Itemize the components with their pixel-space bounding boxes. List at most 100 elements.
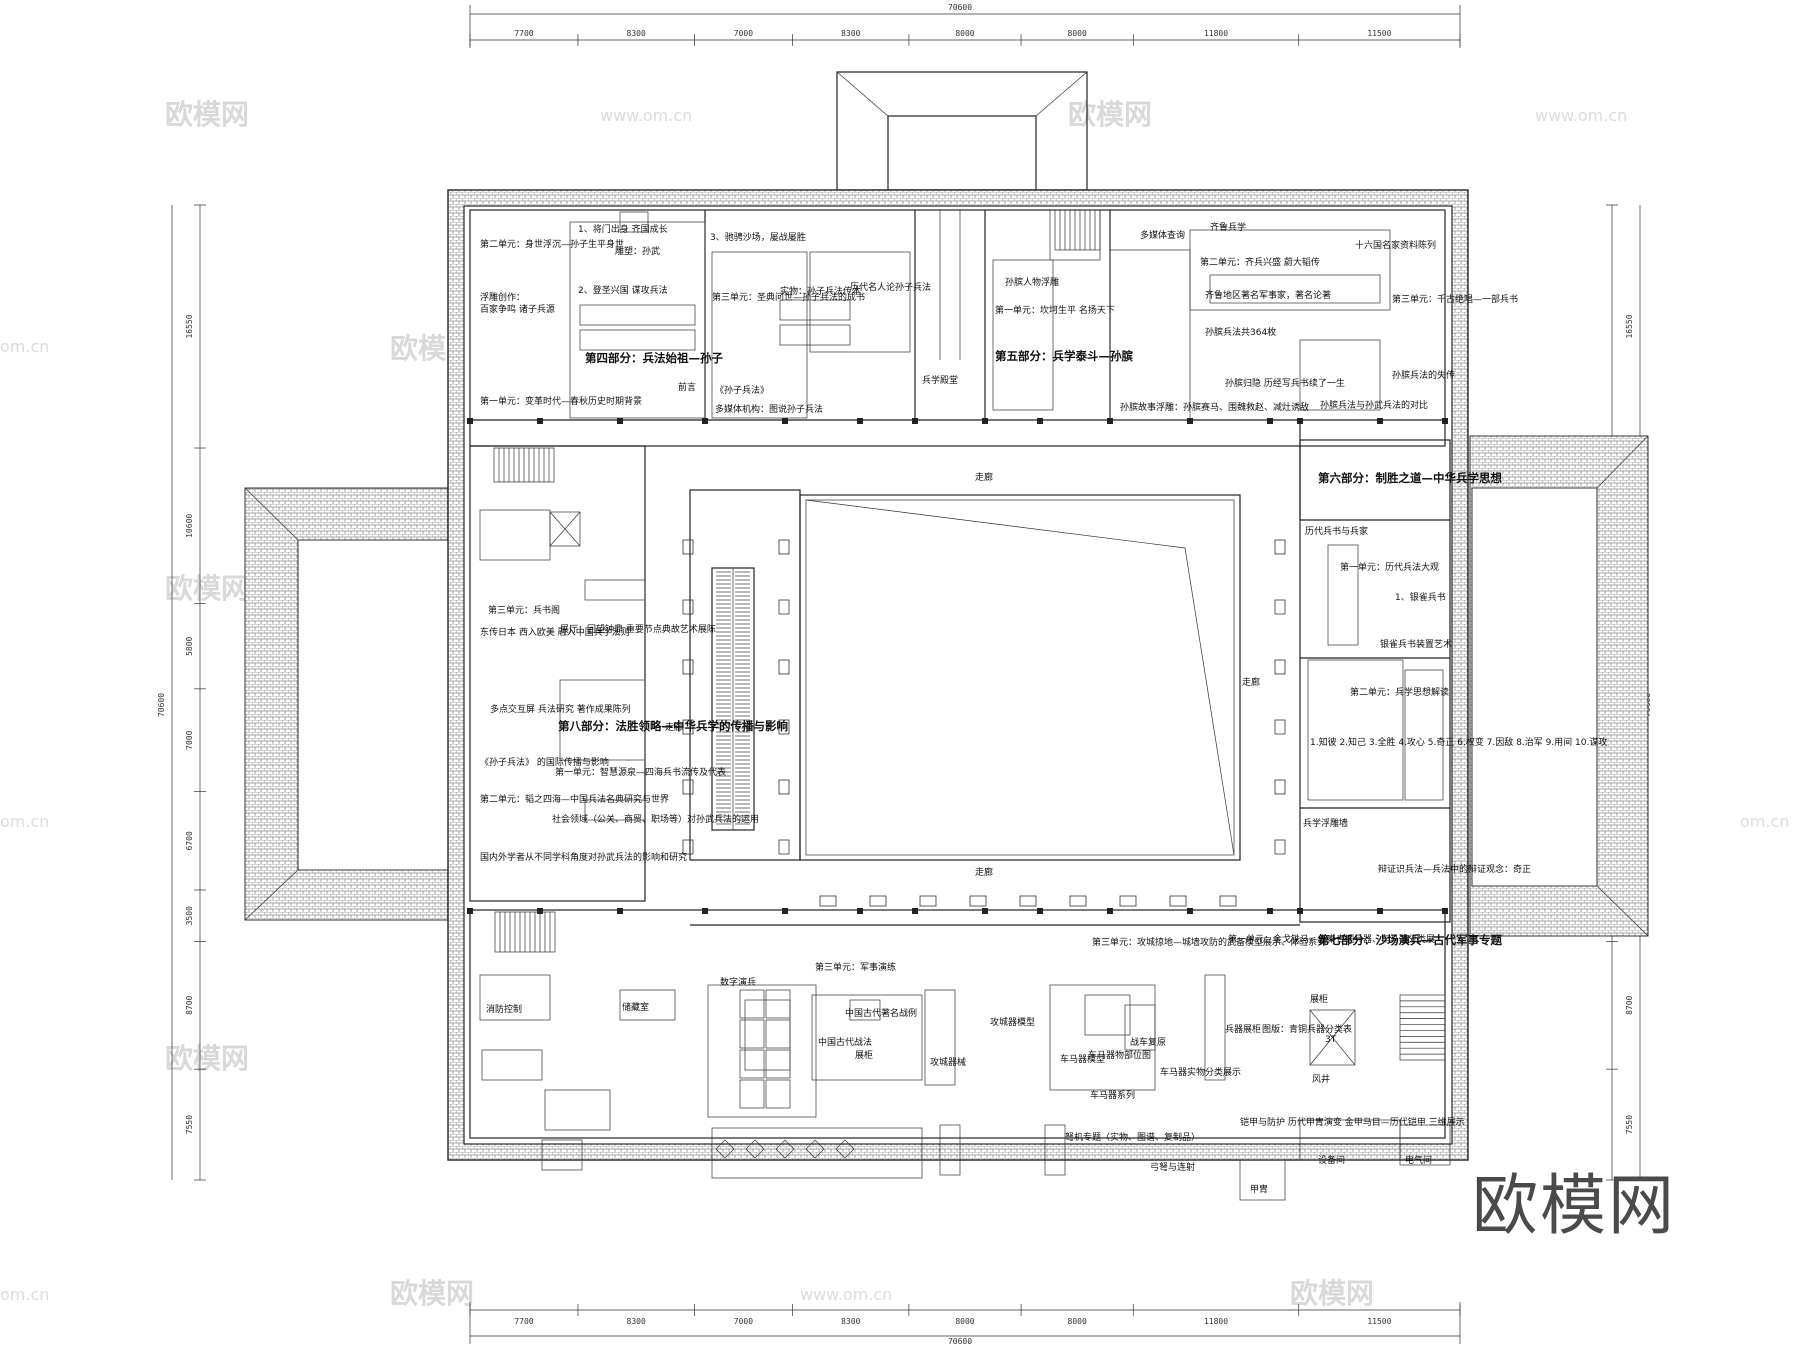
label-qi-region: 齐鲁地区著名军事家，著名论著 [1205, 289, 1331, 301]
label-history-books: 历代兵书与兵家 [1305, 525, 1368, 537]
label-famous: 历代名人论孙子兵法 [850, 281, 931, 293]
label-bronze: 兵器展柜 [1225, 1023, 1261, 1035]
dim-segment: 6700 [185, 831, 194, 850]
west-rooms [469, 445, 646, 902]
label-sand: 数字演兵 [720, 976, 756, 988]
label-ascend: 2、登圣兴国 谋攻兵法 [578, 284, 668, 296]
label-exhibit-case: 展柜 [855, 1049, 873, 1061]
label-armor2: 甲胄 [1250, 1183, 1268, 1195]
dim-segment: 8000 [1068, 29, 1087, 38]
dim-segment: 8300 [627, 29, 646, 38]
dim-segment: 7700 [514, 1317, 533, 1326]
label-bingxue-relief: 兵学浮雕墙 [1303, 817, 1348, 829]
label-elevator: 3T [1325, 1035, 1337, 1045]
watermark: 欧模网 [165, 572, 249, 605]
label-compare: 孙膑兵法与孙武兵法的对比 [1320, 399, 1428, 411]
label-unit2-left: 第二单元：韬之四海—中国兵法名典研究与世界 [480, 793, 669, 805]
label-west-spread: 东传日本 西入欧美 融入中国兵学法则 [480, 626, 630, 638]
dim-segment: 5800 [185, 636, 194, 655]
label-chariot-real: 车马器实物分类展示 [1160, 1066, 1241, 1078]
section-part7: 第七部分：沙场演兵—古代军事专题 [1318, 933, 1502, 947]
label-unit1-era: 第一单元：变革时代—春秋历史时期背景 [480, 395, 642, 407]
dim-segment: 10600 [185, 514, 194, 538]
label-chariot-site: 车马器物部位图 [1088, 1049, 1151, 1061]
label-sunbin-portrait: 孙膑人物浮雕 [1005, 276, 1059, 288]
right-roof [1469, 435, 1649, 937]
label-hall: 兵学殿堂 [922, 374, 958, 386]
stair-south-east [1399, 994, 1446, 1061]
watermark-url: www.om.cn [1535, 106, 1627, 125]
label-chariot-series: 车马器系列 [1090, 1089, 1135, 1101]
label-thirteen: 十六国名家资料陈列 [1355, 239, 1436, 251]
stair-north-west [493, 447, 555, 483]
label-sunbin-story: 孙膑故事浮雕：孙膑赛马、围魏救赵、减灶诱敌 [1120, 401, 1309, 413]
left-roof [244, 487, 454, 921]
dim-segment: 7000 [185, 730, 194, 749]
label-relief-items: 百家争鸣 诸子兵源 [480, 303, 555, 315]
dim-segment: 8700 [1625, 995, 1634, 1014]
dim-segment: 8300 [627, 1317, 646, 1326]
corridor-label-top: 走廊 [975, 471, 993, 483]
label-battle-chariot: 战车复原 [1130, 1036, 1166, 1048]
corridor-label-left: 走廊 [665, 721, 683, 733]
label-bronze-weapon: 图版：青铜兵器分类表 [1262, 1023, 1352, 1035]
label-sunzi-book: 《孙子兵法》 [715, 384, 769, 396]
dim-segment: 8000 [1068, 1317, 1087, 1326]
label-unit3-sage: 第三单元：圣典问世—孙子兵法的成书 [712, 291, 865, 303]
label-multimedia: 多媒体机构：图说孙子兵法 [715, 403, 823, 415]
label-front: 前言 [678, 381, 696, 393]
label-multimedia-q: 多媒体查询 [1140, 229, 1185, 241]
corridor-label-bottom: 走廊 [975, 866, 993, 878]
label-unit2-top: 第二单元：身世浮沉—孙子生平身世 [480, 238, 624, 250]
watermark-url: om.cn [0, 1285, 49, 1304]
display-diamonds [715, 1139, 855, 1159]
dim-segment: 8000 [955, 1317, 974, 1326]
label-ancient-army: 中国古代著名战例 [845, 1007, 917, 1019]
dim-segment: 7000 [734, 1317, 753, 1326]
label-crown: 3、驰骋沙场，屡战屡胜 [710, 231, 806, 243]
label-foreign: 国内外学者从不同学科角度对孙武兵法的影响和研究 [480, 851, 687, 863]
label-sunbin-return: 孙膑归隐 历经写兵书续了一生 [1225, 377, 1345, 389]
watermark-url: om.cn [0, 812, 49, 831]
label-room-stock: 储藏室 [622, 1001, 649, 1013]
label-dialectic: 辩证识兵法—兵法中的辩证观念：奇正 [1378, 863, 1531, 875]
central-atrium [689, 489, 1241, 861]
watermark: 欧模网 [390, 1277, 474, 1310]
column-grid [467, 418, 1448, 914]
label-ancient-army-v: 中国古代战法 [818, 1036, 872, 1048]
watermark-url: om.cn [1740, 812, 1789, 831]
label-siege: 攻城器械 [930, 1056, 966, 1068]
label-siege2: 攻城器模型 [990, 1016, 1035, 1028]
label-sculpture: 雕塑：孙武 [615, 245, 660, 257]
dim-segment: 11800 [1204, 1317, 1228, 1326]
label-unit2-right: 第二单元：兵学思想解读 [1350, 686, 1449, 698]
label-wind: 风井 [1312, 1073, 1330, 1085]
label-sunzi-book2: 《孙子兵法》 的国际传播与影响 [480, 756, 609, 768]
label-room-power: 电气间 [1405, 1154, 1432, 1166]
corridor-label-right: 走廊 [1242, 676, 1260, 688]
dim-overall: 70600 [948, 1337, 972, 1346]
label-unit3-bottom: 第三单元：军事演练 [815, 961, 896, 973]
label-exhibit-sunzi: 实物：孙子兵法传本 [780, 285, 861, 297]
label-unit2-sunbin: 第二单元：齐兵兴盛 蔚大韬传 [1200, 256, 1320, 268]
label-unit3-hall: 第三单元：兵书阁 [488, 604, 560, 616]
stair-south-west [494, 911, 556, 953]
building-outline [447, 189, 1469, 1161]
label-armor: 铠甲与防护 历代甲胄演变 金甲马目—历代铠甲 三维展示 [1240, 1116, 1465, 1128]
dim-overall: 70600 [157, 693, 166, 717]
dim-overall: 70600 [948, 3, 972, 12]
section-part6: 第六部分：制胜之道—中华兵学思想 [1318, 471, 1502, 485]
watermark-url: www.om.cn [600, 106, 692, 125]
label-unit3-siege: 第三单元：攻城掠地—城墙攻防的武备模型展示、体验系列 [1092, 936, 1326, 948]
label-unit2-list: 1.知彼 2.知己 3.全胜 4.攻心 5.奇正 6.权变 7.因敌 8.治军 … [1310, 736, 1607, 748]
entrance-canopy [836, 71, 1088, 191]
dim-segment: 7550 [185, 1115, 194, 1134]
stair-north [1054, 209, 1101, 251]
label-crossbow: 弩机专题（实物、图谱、复制品） [1065, 1131, 1200, 1143]
label-culture: 多点交互屏 兵法研究 著作成果陈列 [490, 703, 631, 715]
label-silver: 银雀兵书装置艺术 [1380, 638, 1452, 650]
dim-segment: 16550 [185, 314, 194, 338]
